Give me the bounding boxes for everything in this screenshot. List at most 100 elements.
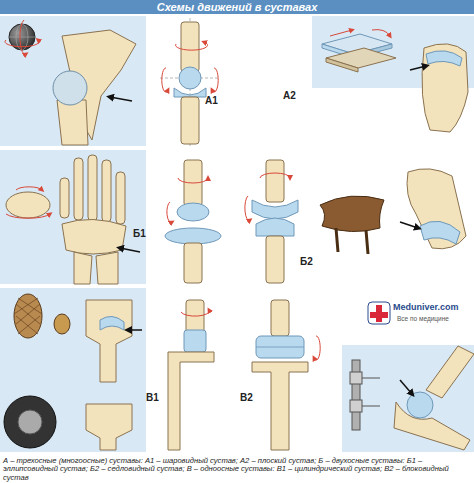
ellipsoid-joint-model-part [60,155,126,284]
plane-joint-model [322,30,468,132]
figure-label: В2 [240,392,253,404]
cylindrical-joint-scheme-part [168,352,214,450]
hinge-joint-scheme-part [314,336,320,360]
hinge-joint-model-part [350,400,362,412]
watermark: Meduniver.com [393,302,459,312]
ball-joint-scheme-part [181,97,199,144]
hinge-joint-model-part [426,346,474,398]
ball-joint-scheme-part [174,88,206,97]
ellipsoid-joint-model-part-part [116,172,125,224]
saddle-joint-scheme-part [266,236,284,283]
ellipsoid-joint-scheme-part [165,228,221,244]
hinge-joint-scheme [252,300,320,450]
hinge-joint-model [350,346,474,450]
cylindrical-joint-model-part [86,300,132,382]
figure-label: А2 [283,90,296,102]
ellipsoid-joint-model-part [6,214,50,218]
logo-icon-part [370,305,388,322]
cylindrical-joint-model-part [100,316,124,330]
logo-icon [368,302,390,324]
title-bar [0,0,474,14]
ball-joint-model-part [53,71,87,105]
saddle-joint-scheme-part [266,160,284,202]
saddle-joint-scheme-part [252,200,298,219]
plane-joint-model-part [410,66,426,70]
ellipsoid-joint-scheme-part [167,202,172,222]
saddle-joint-scheme-part [245,196,250,220]
ellipsoid-joint-model-part-part [62,219,126,254]
ellipsoid-joint-model-part [6,192,50,218]
ellipsoid-joint-model-part-part [96,252,118,284]
figure-label: А1 [205,95,218,107]
ball-joint-model-part [9,37,35,38]
hinge-joint-model-part [362,378,380,406]
saddle-joint-model-part [336,228,368,254]
background-panel-part [0,16,146,146]
cylindrical-joint-scheme-part [184,330,206,352]
cylindrical-joint-model-part [86,404,132,450]
hinge-joint-scheme-part [252,362,308,450]
figure-label: Б1 [133,228,146,240]
hinge-joint-model-part [352,360,360,430]
saddle-joint-scheme [245,160,298,283]
plane-joint-model-part [422,44,468,132]
ellipsoid-joint-model-part-part [74,158,83,220]
ball-joint-model [5,20,136,145]
figure-label: Б2 [300,256,313,268]
ball-joint-scheme-part [176,42,208,50]
hinge-joint-scheme-part [271,300,289,336]
saddle-joint-model-part [400,222,418,228]
hinge-joint-model-part [350,372,362,384]
ball-joint-scheme-part [162,68,168,92]
figure-label: В1 [146,392,159,404]
title-bar-part [0,0,474,14]
ball-joint-model-part [5,40,39,47]
cylindrical-joint-model-part [54,314,70,334]
ball-joint-scheme-part [179,67,201,89]
ball-joint-model-part [110,97,132,101]
hinge-joint-model-part [400,380,412,394]
ellipsoid-joint-scheme-part [178,178,208,183]
ellipsoid-joint-scheme-part [177,203,209,221]
ellipsoid-joint-model [6,155,140,284]
background-panel-part [0,150,146,284]
background-panel-part [342,345,474,452]
saddle-joint-model-part [407,169,466,249]
plane-joint-model-part [326,58,358,72]
cylindrical-joint-model-part [18,410,42,434]
ellipsoid-joint-model-part [16,187,42,190]
title: Схемы движений в суставах [0,0,474,14]
cylindrical-joint-model-part [14,294,42,338]
hinge-joint-model-part [407,392,433,418]
background-panel-part [0,288,146,452]
cylindrical-joint-model [4,294,142,450]
hinge-joint-scheme-part [256,347,304,348]
watermark: Все по медицине [397,315,449,322]
ellipsoid-joint-model-part-part [88,155,97,221]
ellipsoid-joint-model-part-part [74,252,92,284]
hinge-joint-scheme-part [256,336,304,358]
saddle-joint-model-part [420,221,460,244]
background-panel [0,16,474,452]
ball-joint-scheme-part [181,22,199,72]
cylindrical-joint-model-part [4,396,56,448]
plane-joint-model-part [372,30,390,36]
plane-joint-model-part [330,30,352,36]
saddle-joint-model [320,169,466,254]
caption: А – трехосные (многоосные) суставы: А1 –… [3,457,471,483]
logo-icon-part [368,302,390,324]
ellipsoid-joint-scheme-part [184,243,202,283]
ball-joint-scheme [160,18,220,148]
ellipsoid-joint-model-part-part [102,160,111,222]
saddle-joint-scheme-part [260,173,290,178]
ball-joint-model-part [57,100,88,145]
saddle-joint-scheme-part [256,218,294,236]
ellipsoid-joint-model-part-part [60,178,69,218]
ellipsoid-joint-scheme [165,160,221,283]
cylindrical-joint-scheme-part [181,310,209,316]
plane-joint-model-part [426,51,462,66]
ball-joint-scheme-part [212,68,218,92]
cylindrical-joint-model-part [14,298,42,334]
